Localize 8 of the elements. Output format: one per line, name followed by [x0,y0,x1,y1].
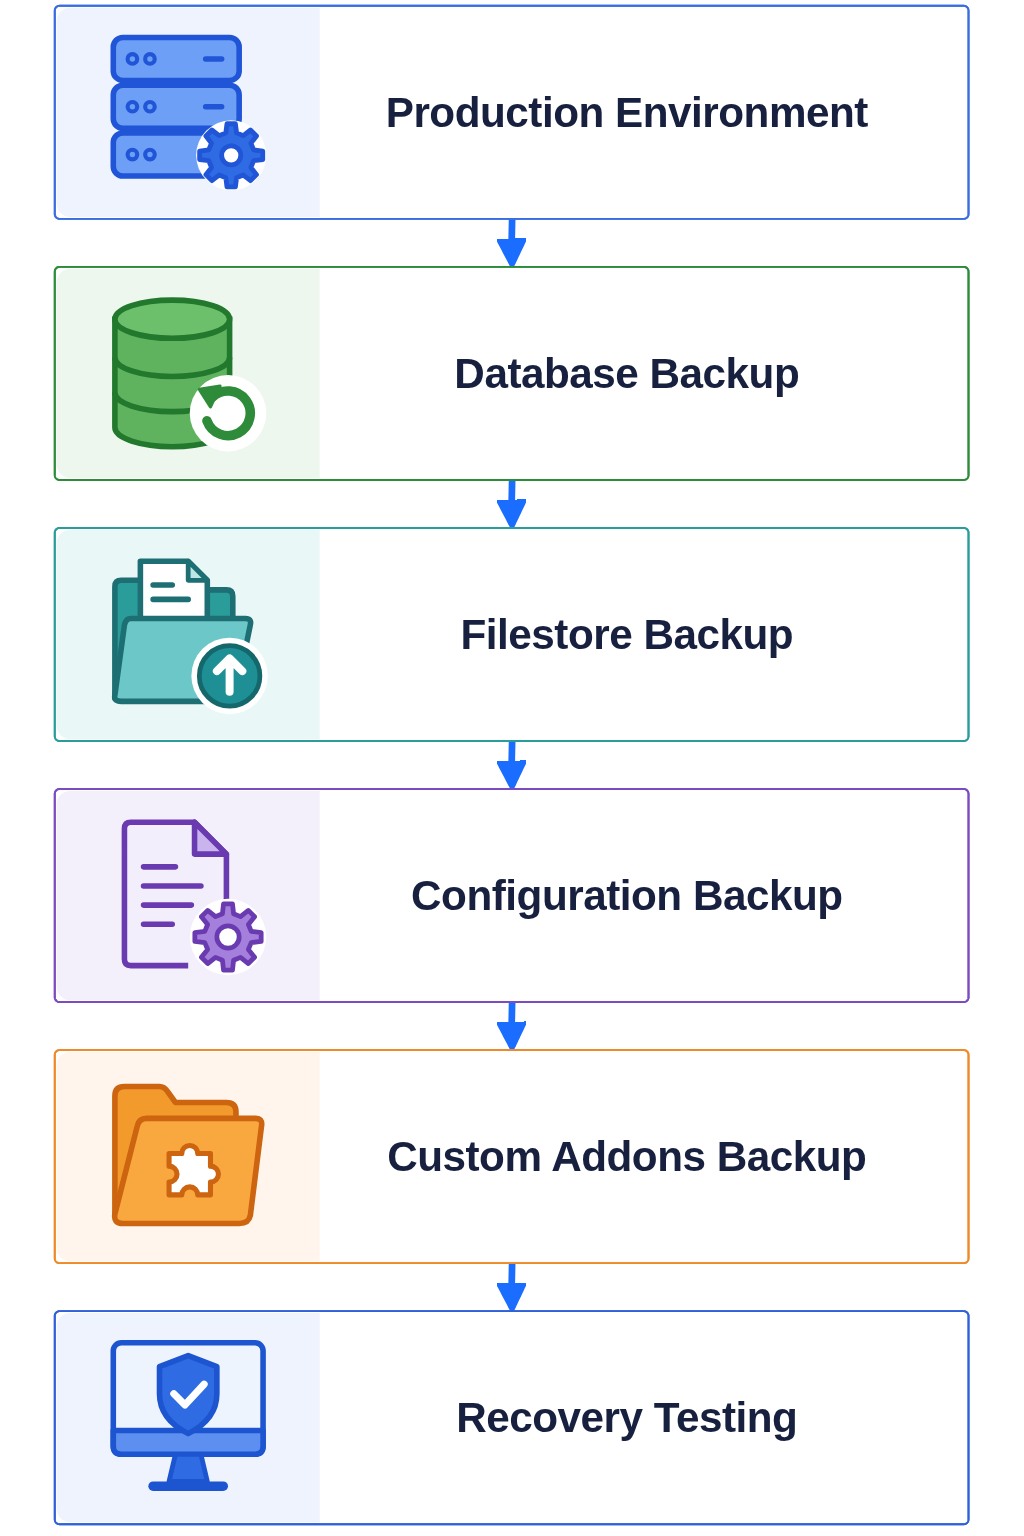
step-label: Configuration Backup [411,870,843,921]
arrow [496,1002,528,1052]
step-label: Filestore Backup [460,609,794,660]
step-label: Production Environment [386,87,869,138]
step-label: Database Backup [454,348,800,399]
step-label: Recovery Testing [456,1392,798,1443]
arrow [496,741,528,791]
step-label: Custom Addons Backup [387,1131,867,1182]
